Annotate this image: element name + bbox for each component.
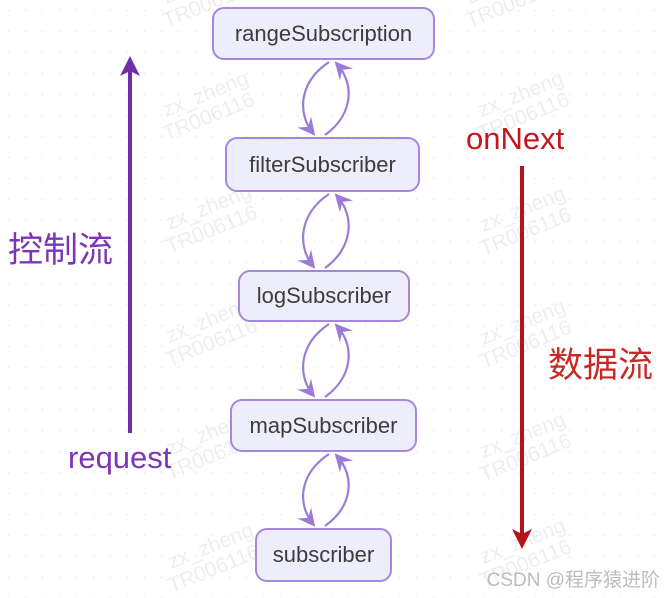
node-range-subscription: rangeSubscription <box>212 7 435 60</box>
control-flow-label: 控制流 <box>8 231 114 270</box>
node-label: mapSubscriber <box>249 412 398 438</box>
data-flow-label: 数据流 <box>548 346 654 385</box>
node-map-subscriber: mapSubscriber <box>230 399 417 452</box>
node-label: filterSubscriber <box>249 151 396 177</box>
csdn-credit: CSDN @程序猿进阶 <box>486 570 660 591</box>
connector-map-subscriber <box>297 453 353 527</box>
node-label: subscriber <box>272 542 375 567</box>
node-subscriber: subscriber <box>255 528 392 582</box>
connector-filter-log <box>297 193 353 269</box>
node-label: rangeSubscription <box>234 20 413 46</box>
node-log-subscriber: logSubscriber <box>238 270 410 322</box>
onnext-label: onNext <box>466 121 565 156</box>
node-filter-subscriber: filterSubscriber <box>225 137 420 192</box>
connector-log-map <box>297 323 353 398</box>
node-label: logSubscriber <box>256 283 392 308</box>
connector-range-filter <box>297 61 353 136</box>
request-label: request <box>68 440 172 475</box>
